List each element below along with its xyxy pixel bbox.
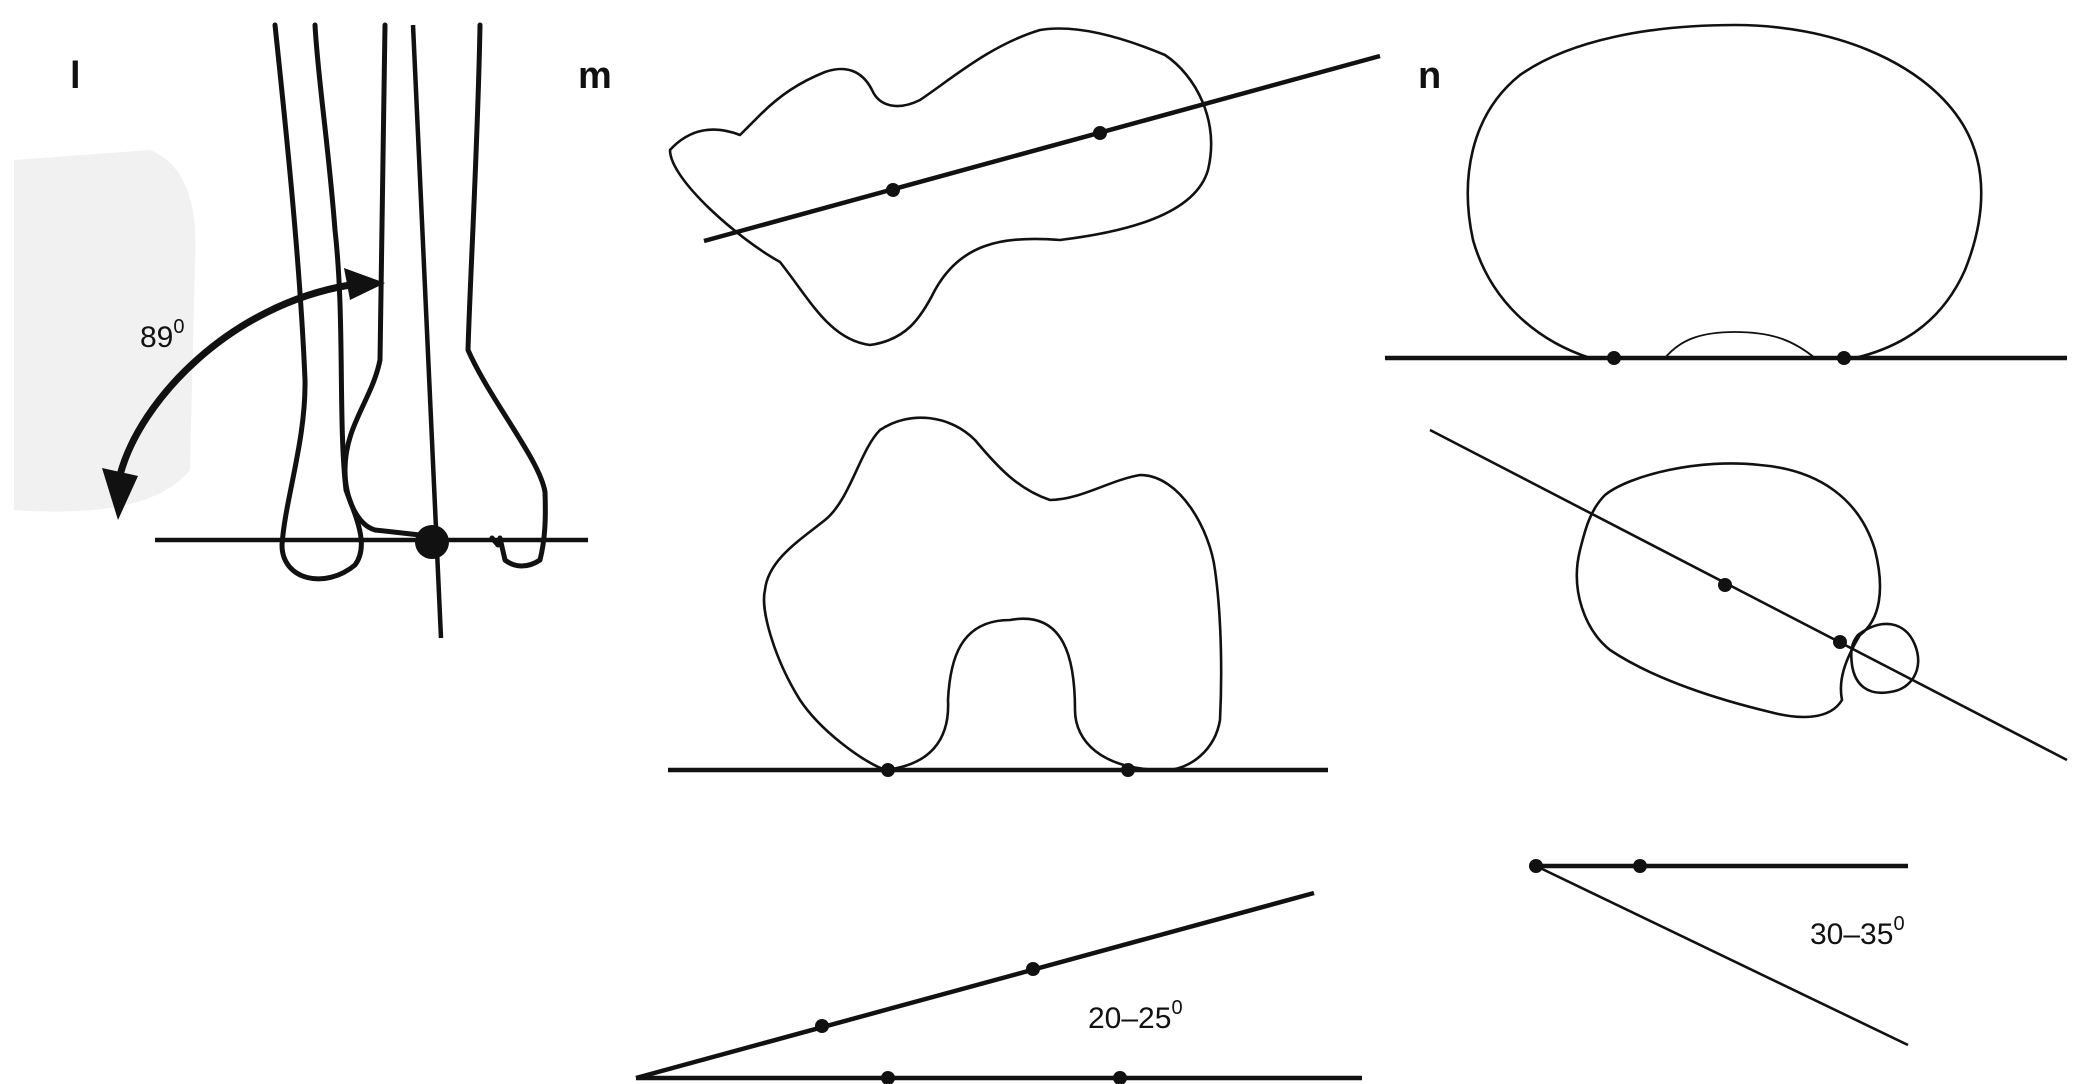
malleolar-point-1 bbox=[1718, 578, 1732, 592]
panel-l: l 890 bbox=[14, 22, 588, 639]
panel-n-letter: n bbox=[1418, 55, 1441, 97]
background-shade bbox=[14, 150, 196, 512]
condyle-point-lateral bbox=[1121, 763, 1135, 777]
torsion-reference-point bbox=[1633, 859, 1647, 873]
angle-label-l: 890 bbox=[140, 316, 185, 354]
tibial-plateau-outline bbox=[1466, 23, 1983, 360]
neck-axis-point-2 bbox=[1093, 126, 1107, 140]
tibia-outline bbox=[342, 22, 548, 569]
angle-label-n: 30–350 bbox=[1810, 913, 1905, 951]
angle-point-3 bbox=[881, 1071, 895, 1084]
torsion-vertex-point bbox=[1529, 859, 1543, 873]
fibula-section-outline bbox=[1849, 622, 1920, 695]
femoral-neck-outline bbox=[668, 27, 1213, 347]
angle-label-m: 20–250 bbox=[1088, 997, 1183, 1035]
femoral-neck-axis bbox=[703, 53, 1381, 244]
plateau-notch bbox=[1664, 331, 1816, 359]
plateau-point-1 bbox=[1607, 351, 1621, 365]
angle-point-1 bbox=[815, 1019, 829, 1033]
malleolar-point-2 bbox=[1833, 635, 1847, 649]
plateau-point-2 bbox=[1837, 351, 1851, 365]
angle-point-2 bbox=[1026, 962, 1040, 976]
distal-femur-outline bbox=[762, 416, 1223, 772]
angle-point-4 bbox=[1113, 1071, 1127, 1084]
fibula-outline bbox=[272, 22, 364, 582]
arrowhead-down-icon bbox=[102, 468, 138, 520]
distal-tibia-outline bbox=[1575, 462, 1882, 719]
panel-l-letter: l bbox=[70, 55, 81, 97]
arrowhead-up-icon bbox=[344, 268, 385, 300]
bimalleolar-axis bbox=[1429, 428, 2068, 762]
neck-axis-point-1 bbox=[886, 183, 900, 197]
torsion-inclined-line bbox=[1535, 864, 1909, 1047]
angle-arc-arrow bbox=[116, 281, 354, 479]
panel-m-letter: m bbox=[578, 55, 612, 97]
axis-intersection-point bbox=[415, 525, 449, 559]
angle-line-inclined bbox=[635, 890, 1315, 1081]
panel-m: m 20–250 bbox=[578, 27, 1381, 1084]
panel-n: n 30–350 bbox=[1385, 23, 2068, 1047]
condyle-point-medial bbox=[881, 763, 895, 777]
